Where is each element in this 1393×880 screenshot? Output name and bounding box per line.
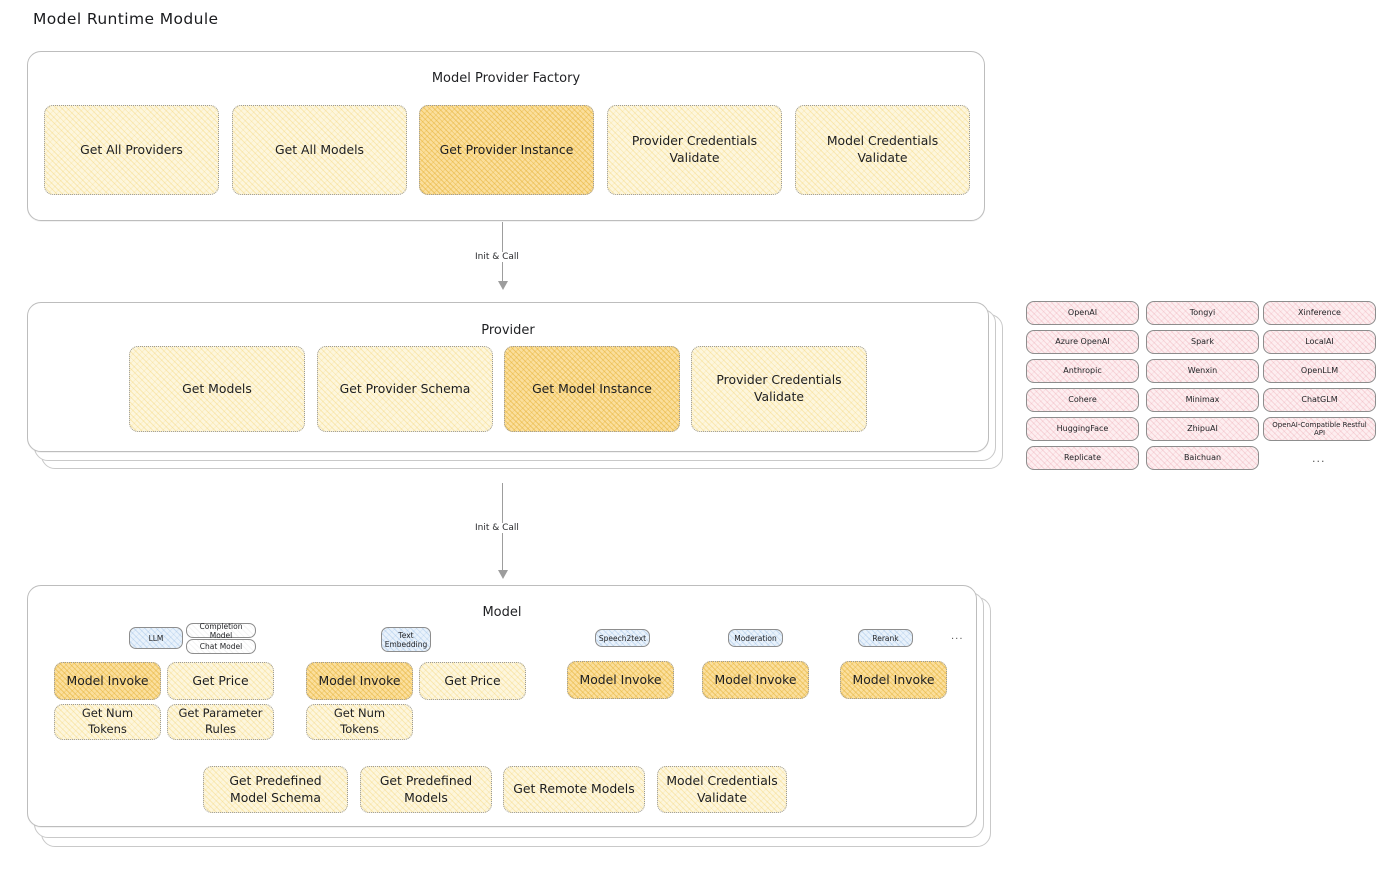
node-moderation-model-invoke[interactable]: Model Invoke bbox=[702, 661, 809, 699]
model-title: Model bbox=[482, 605, 522, 620]
provider-chip-baichuan[interactable]: Baichuan bbox=[1146, 446, 1259, 470]
provider-list-more-ellipsis: ... bbox=[1312, 452, 1326, 465]
node-get-provider-schema[interactable]: Get Provider Schema bbox=[317, 346, 493, 432]
node-model-credentials-validate-model[interactable]: Model Credentials Validate bbox=[657, 766, 787, 813]
provider-chip-chatglm[interactable]: ChatGLM bbox=[1263, 388, 1376, 412]
badge-completion-model[interactable]: Completion Model bbox=[186, 622, 256, 640]
badge-speech2text[interactable]: Speech2text bbox=[595, 629, 650, 647]
badge-rerank[interactable]: Rerank bbox=[858, 629, 913, 647]
model-container: Model bbox=[27, 585, 977, 827]
node-provider-credentials-validate[interactable]: Provider Credentials Validate bbox=[691, 346, 867, 432]
node-text-embedding-model-invoke[interactable]: Model Invoke bbox=[306, 662, 413, 700]
provider-chip-wenxin[interactable]: Wenxin bbox=[1146, 359, 1259, 383]
model-provider-factory-title: Model Provider Factory bbox=[431, 71, 581, 86]
node-rerank-model-invoke[interactable]: Model Invoke bbox=[840, 661, 947, 699]
node-get-all-providers[interactable]: Get All Providers bbox=[44, 105, 219, 195]
model-types-more-ellipsis: ... bbox=[951, 631, 964, 642]
provider-chip-replicate[interactable]: Replicate bbox=[1026, 446, 1139, 470]
node-get-provider-instance[interactable]: Get Provider Instance bbox=[419, 105, 594, 195]
node-get-all-models[interactable]: Get All Models bbox=[232, 105, 407, 195]
node-speech2text-model-invoke[interactable]: Model Invoke bbox=[567, 661, 674, 699]
arrow-factory-to-provider-head bbox=[498, 281, 508, 290]
provider-chip-openai-compatible-restful-api[interactable]: OpenAI-Compatible Restful API bbox=[1263, 417, 1376, 441]
node-provider-credentials-validate-factory[interactable]: Provider Credentials Validate bbox=[607, 105, 782, 195]
node-get-model-instance[interactable]: Get Model Instance bbox=[504, 346, 680, 432]
provider-chip-tongyi[interactable]: Tongyi bbox=[1146, 301, 1259, 325]
node-get-remote-models[interactable]: Get Remote Models bbox=[503, 766, 645, 813]
provider-chip-localai[interactable]: LocalAI bbox=[1263, 330, 1376, 354]
node-get-predefined-models[interactable]: Get Predefined Models bbox=[360, 766, 492, 813]
provider-chip-openllm[interactable]: OpenLLM bbox=[1263, 359, 1376, 383]
arrow-provider-to-model-head bbox=[498, 570, 508, 579]
arrow-factory-to-provider-label: Init & Call bbox=[471, 252, 523, 262]
provider-chip-azure-openai[interactable]: Azure OpenAI bbox=[1026, 330, 1139, 354]
page-title: Model Runtime Module bbox=[33, 10, 219, 28]
provider-chip-xinference[interactable]: Xinference bbox=[1263, 301, 1376, 325]
node-llm-get-num-tokens[interactable]: Get Num Tokens bbox=[54, 704, 161, 740]
provider-title: Provider bbox=[481, 323, 535, 338]
node-text-embedding-get-num-tokens[interactable]: Get Num Tokens bbox=[306, 704, 413, 740]
provider-chip-cohere[interactable]: Cohere bbox=[1026, 388, 1139, 412]
badge-llm[interactable]: LLM bbox=[129, 627, 183, 649]
badge-chat-model[interactable]: Chat Model bbox=[186, 639, 256, 654]
node-model-credentials-validate-factory[interactable]: Model Credentials Validate bbox=[795, 105, 970, 195]
provider-chip-zhipuai[interactable]: ZhipuAI bbox=[1146, 417, 1259, 441]
badge-text-embedding[interactable]: Text Embedding bbox=[381, 627, 431, 652]
node-get-predefined-model-schema[interactable]: Get Predefined Model Schema bbox=[203, 766, 348, 813]
node-get-models[interactable]: Get Models bbox=[129, 346, 305, 432]
provider-chip-openai[interactable]: OpenAI bbox=[1026, 301, 1139, 325]
node-llm-get-parameter-rules[interactable]: Get Parameter Rules bbox=[167, 704, 274, 740]
node-llm-model-invoke[interactable]: Model Invoke bbox=[54, 662, 161, 700]
provider-chip-minimax[interactable]: Minimax bbox=[1146, 388, 1259, 412]
provider-chip-anthropic[interactable]: Anthropic bbox=[1026, 359, 1139, 383]
badge-moderation[interactable]: Moderation bbox=[728, 629, 783, 647]
node-text-embedding-get-price[interactable]: Get Price bbox=[419, 662, 526, 700]
provider-chip-huggingface[interactable]: HuggingFace bbox=[1026, 417, 1139, 441]
provider-chip-spark[interactable]: Spark bbox=[1146, 330, 1259, 354]
arrow-provider-to-model-label: Init & Call bbox=[471, 523, 523, 533]
node-llm-get-price[interactable]: Get Price bbox=[167, 662, 274, 700]
